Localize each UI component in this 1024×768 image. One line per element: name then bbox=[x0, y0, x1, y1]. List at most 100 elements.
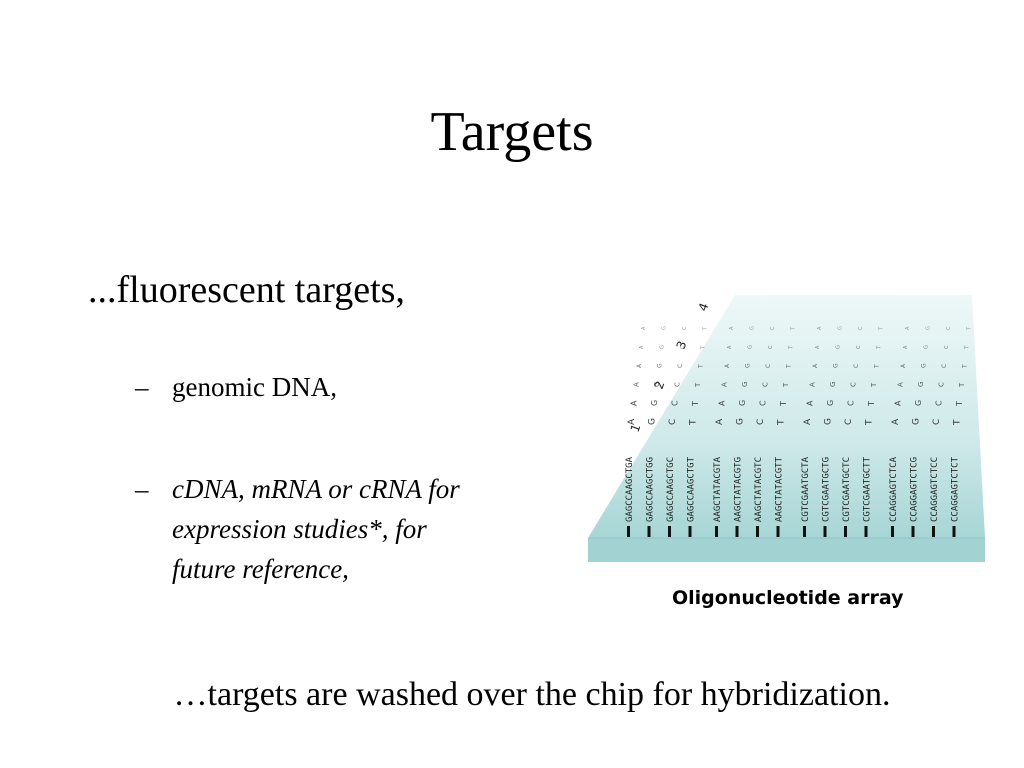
probe-sequence: CCAGGAGTCTCG bbox=[910, 457, 920, 522]
dash-marker: – bbox=[135, 474, 149, 504]
probe-base: G bbox=[736, 418, 746, 425]
probe-anchor bbox=[891, 526, 894, 537]
probe-base: G bbox=[836, 345, 842, 349]
probe-base: G bbox=[924, 345, 930, 349]
probe-base: G bbox=[750, 326, 756, 330]
position-number: 2 bbox=[652, 379, 668, 391]
probe-base: C bbox=[680, 345, 686, 349]
probe-base: C bbox=[853, 364, 860, 368]
probe-base: G bbox=[744, 363, 751, 368]
probe-base: A bbox=[641, 326, 647, 330]
probe-base: C bbox=[932, 419, 942, 425]
probe-base: T bbox=[967, 326, 973, 331]
probe-base: T bbox=[870, 382, 878, 388]
probe-base: G bbox=[648, 418, 658, 425]
probe-columns: GAGCCAAGCTGAAAAAAAGAGCCAAGCTGGGGGGGGGAGC… bbox=[625, 326, 973, 537]
probe-base: G bbox=[829, 382, 837, 387]
probe-base: T bbox=[697, 364, 704, 369]
probe-anchor bbox=[735, 526, 739, 537]
probe-base: T bbox=[879, 326, 885, 331]
probe-anchor bbox=[864, 526, 868, 537]
probe-base: T bbox=[689, 419, 699, 426]
probe-sequence: GAGCCAAGCTGG bbox=[646, 457, 656, 522]
probe-base: C bbox=[677, 364, 684, 368]
probe-base: A bbox=[627, 418, 637, 425]
probe-sequence: GAGCCAAGCTGC bbox=[666, 457, 676, 522]
array-edge bbox=[588, 538, 985, 562]
probe-anchor bbox=[776, 526, 780, 537]
probe-base: C bbox=[668, 419, 678, 425]
probe-base: G bbox=[832, 363, 839, 368]
probe-anchor bbox=[803, 526, 806, 537]
probe-anchor bbox=[844, 526, 847, 537]
footer-text: …targets are washed over the chip for hy… bbox=[173, 676, 891, 713]
probe-base: A bbox=[815, 345, 821, 349]
probe-base: T bbox=[877, 345, 883, 350]
slide-title: Targets bbox=[430, 101, 594, 163]
probe-base: C bbox=[858, 326, 864, 330]
probe-sequence: CGTCGAATGCTC bbox=[842, 457, 852, 522]
probe-sequence: AAGCTATACGTT bbox=[775, 456, 785, 522]
probe-anchor bbox=[688, 526, 692, 537]
dash-marker: – bbox=[135, 372, 149, 402]
probe-anchor bbox=[952, 526, 956, 537]
position-number: 3 bbox=[674, 339, 690, 351]
probe-base: T bbox=[955, 401, 964, 407]
probe-base: C bbox=[856, 345, 862, 349]
probe-base: T bbox=[965, 345, 971, 350]
probe-base: T bbox=[691, 401, 700, 407]
probe-base: G bbox=[738, 400, 747, 406]
probe-base: G bbox=[912, 418, 922, 425]
position-number: 4 bbox=[696, 301, 712, 313]
probe-base: A bbox=[629, 400, 638, 406]
probe-base: G bbox=[824, 418, 834, 425]
probe-anchor bbox=[647, 526, 651, 537]
probe-anchor bbox=[932, 526, 935, 537]
probe-anchor bbox=[715, 526, 718, 537]
sub-bullet-text: cDNA, mRNA or cRNA for expression studie… bbox=[172, 470, 460, 590]
probe-base: A bbox=[812, 363, 819, 368]
probe-base: A bbox=[817, 326, 823, 330]
probe-base: T bbox=[867, 401, 876, 407]
probe-sequence: AAGCTATACGTC bbox=[754, 457, 764, 522]
probe-base: A bbox=[724, 363, 731, 368]
sub-bullet-line-3: future reference, bbox=[172, 553, 349, 584]
probe-base: T bbox=[701, 345, 707, 350]
probe-sequence: AAGCTATACGTA bbox=[713, 456, 723, 522]
probe-sequence: CGTCGAATGCTA bbox=[801, 456, 811, 522]
probe-base: C bbox=[850, 382, 858, 387]
probe-base: A bbox=[900, 363, 907, 368]
probe-sequence: CGTCGAATGCTG bbox=[822, 457, 832, 522]
probe-base: C bbox=[770, 326, 776, 330]
probe-sequence: GAGCCAAGCTGT bbox=[687, 456, 697, 522]
probe-base: G bbox=[838, 326, 844, 330]
probe-base: A bbox=[809, 382, 817, 387]
sub-bullet-line-2: expression studies*, for bbox=[172, 513, 427, 544]
probe-base: C bbox=[682, 326, 688, 330]
probe-base: T bbox=[703, 326, 709, 331]
probe-base: C bbox=[768, 345, 774, 349]
probe-base: A bbox=[717, 400, 726, 406]
probe-base: C bbox=[844, 419, 854, 425]
probe-sequence: CCAGGAGTCTCA bbox=[889, 456, 899, 522]
probe-anchor bbox=[823, 526, 827, 537]
array-surface bbox=[588, 295, 985, 538]
probe-base: A bbox=[636, 363, 643, 368]
probe-base: A bbox=[633, 382, 641, 387]
probe-base: T bbox=[782, 382, 790, 388]
probe-base: A bbox=[897, 382, 905, 387]
probe-base: G bbox=[662, 326, 668, 330]
probe-base: T bbox=[873, 364, 880, 369]
probe-base: C bbox=[762, 382, 770, 387]
probe-base: C bbox=[765, 364, 772, 368]
probe-base: A bbox=[803, 418, 813, 425]
main-bullet: ...fluorescent targets, bbox=[88, 269, 405, 311]
probe-base: C bbox=[674, 382, 682, 387]
figure-caption: Oligonucleotide array bbox=[672, 587, 904, 609]
position-numbers: 1 2 3 4 bbox=[628, 301, 712, 434]
position-number: 1 bbox=[628, 422, 644, 434]
probe-base: A bbox=[805, 400, 814, 406]
probe-base: A bbox=[729, 326, 735, 330]
probe-base: C bbox=[938, 382, 946, 387]
probe-base: G bbox=[650, 400, 659, 406]
